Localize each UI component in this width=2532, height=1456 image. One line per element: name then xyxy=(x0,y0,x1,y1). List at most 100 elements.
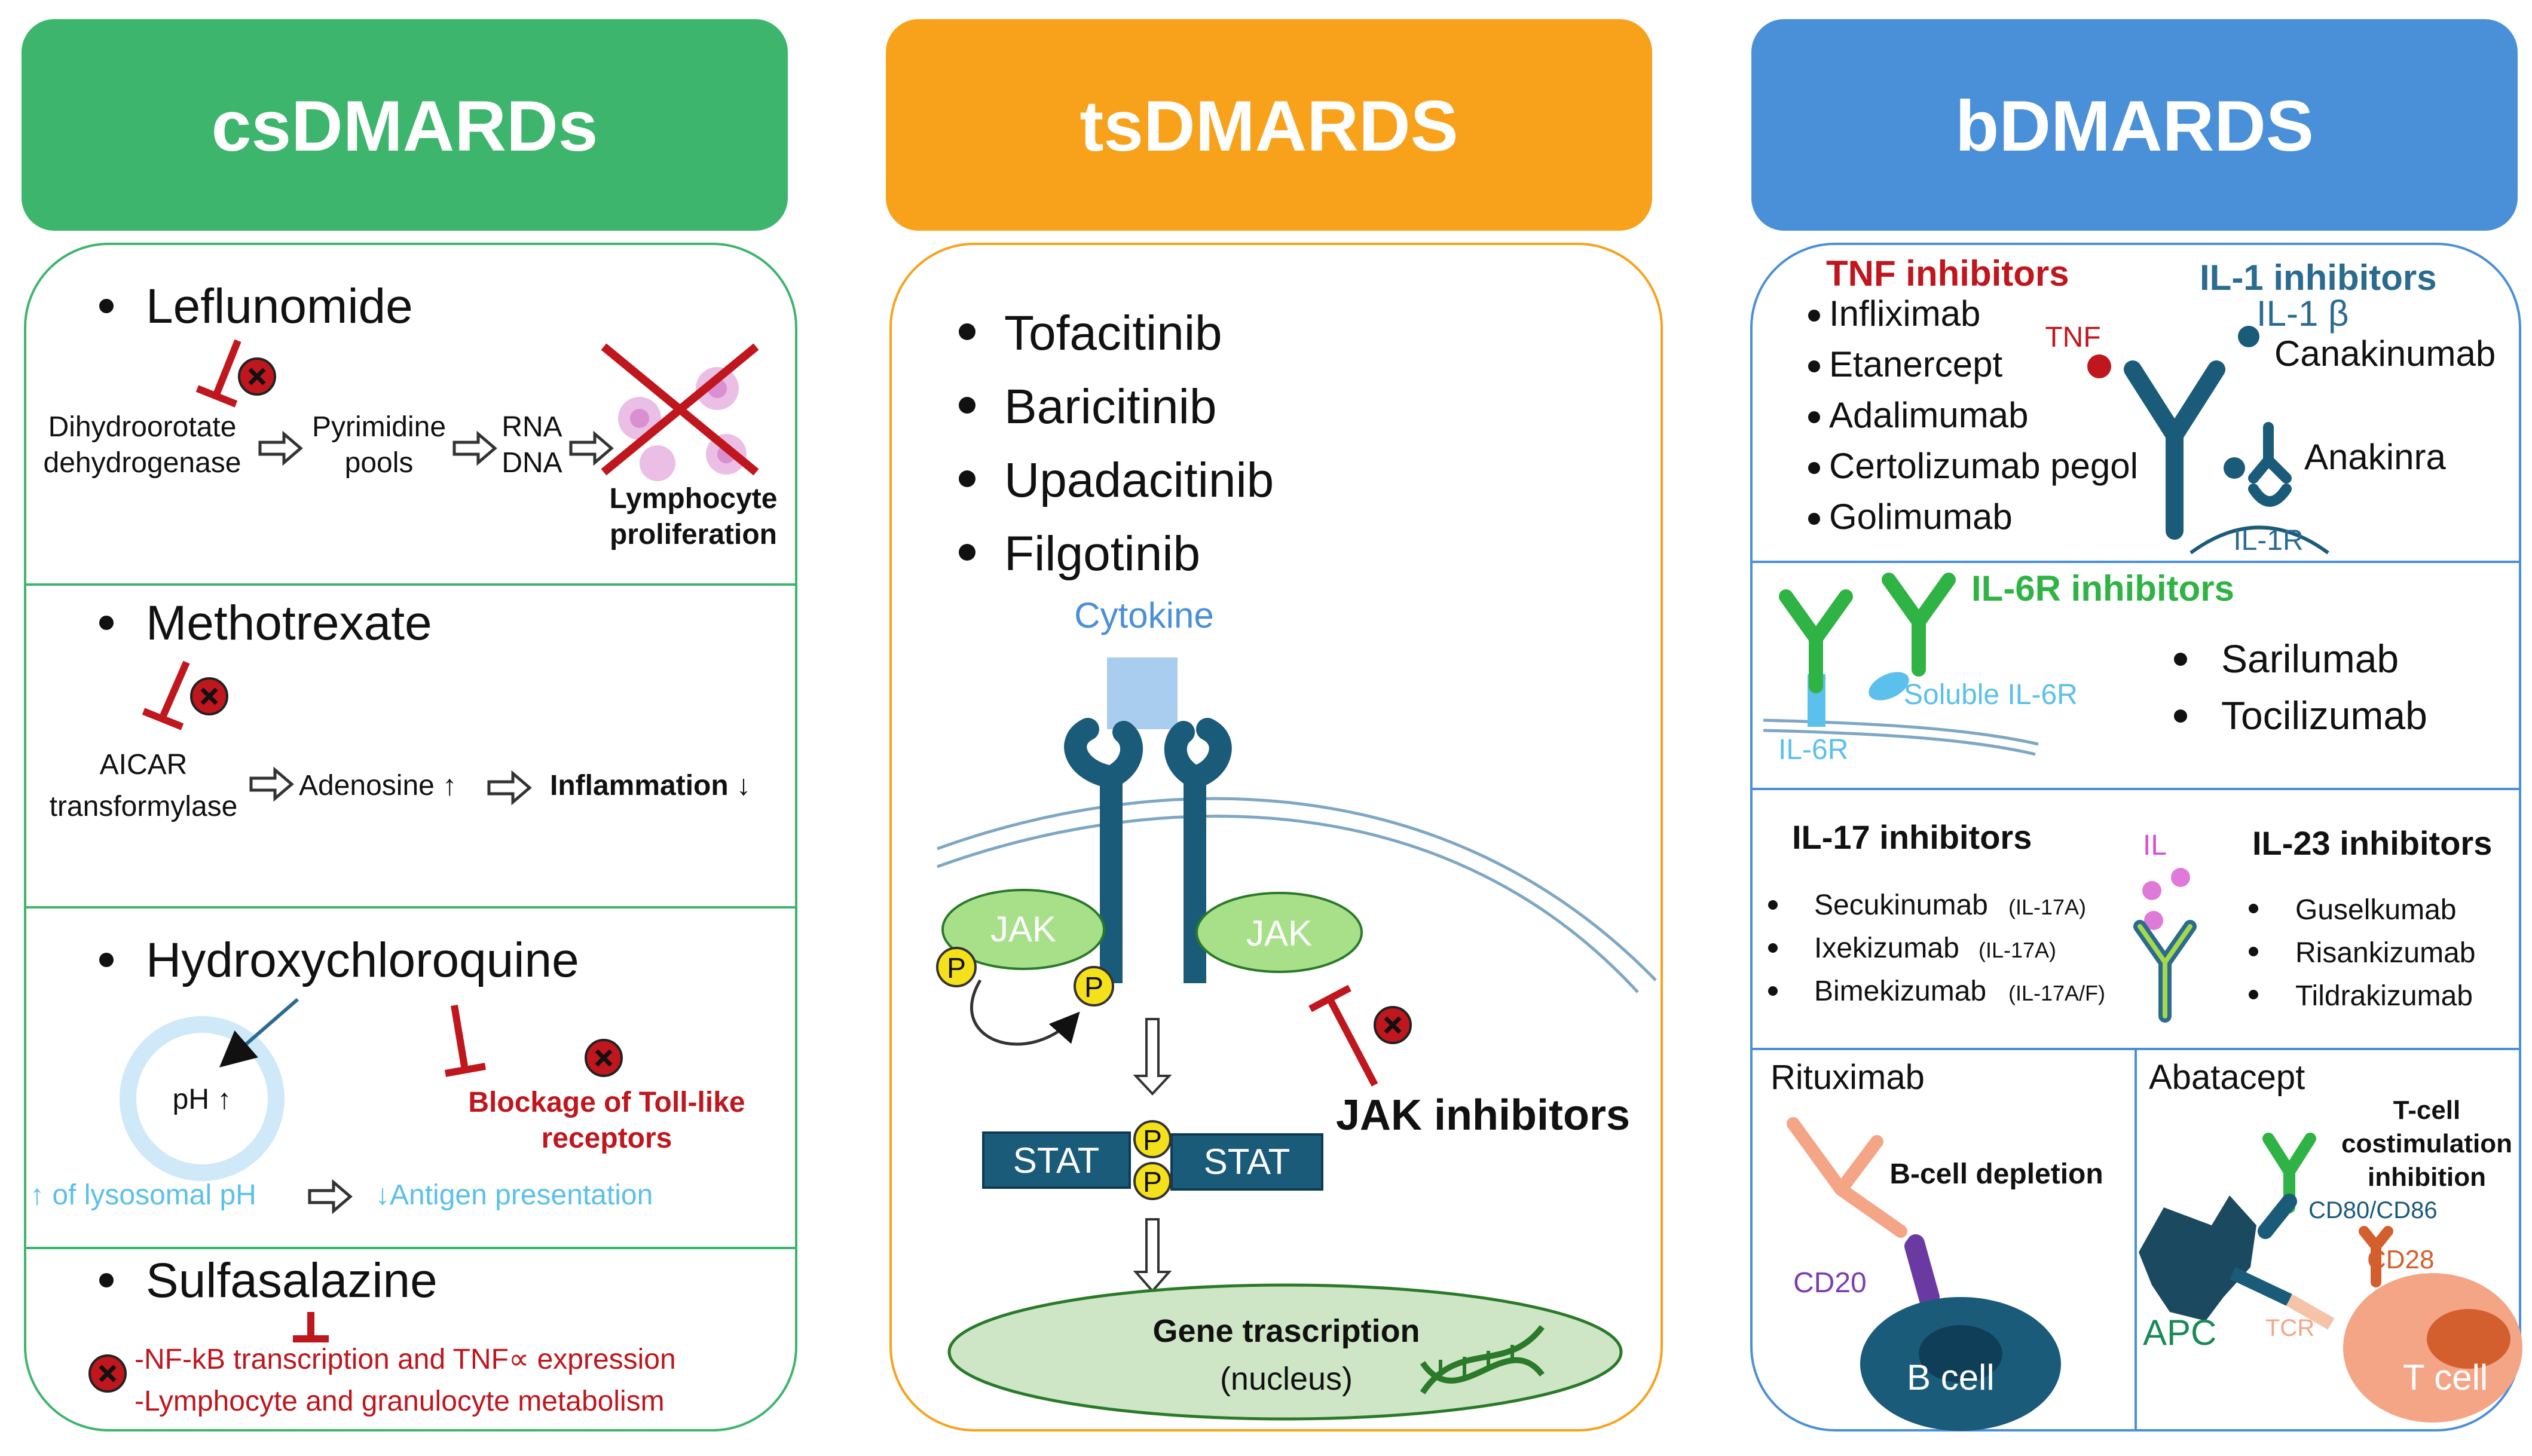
nucleus: Gene trascription (nucleus) xyxy=(947,1283,1623,1421)
il1-section: IL-1 inhibitors IL-1 β Canakinumab Anaki… xyxy=(2133,258,2496,556)
ts-drug-list: Tofacitinib Baricitinib Upadacitinib Fil… xyxy=(959,306,1274,581)
il-ligand-icon xyxy=(2142,868,2190,930)
hcq-ph: pH ↑ xyxy=(173,1084,232,1115)
bcell-label: B cell xyxy=(1907,1357,1995,1397)
il1-drug2: Anakinra xyxy=(2304,437,2446,477)
ts-drug-3: Upadacitinib xyxy=(1004,453,1274,507)
phospho-label: P xyxy=(1143,1167,1162,1198)
antibody-icon xyxy=(2133,920,2197,1023)
ts-header-title: tsDMARDS xyxy=(1080,86,1458,166)
ts-drug-4: Filgotinib xyxy=(1004,527,1200,581)
ssz-effect2: -Lymphocyte and granulocyte metabolism xyxy=(134,1385,665,1417)
il6-drug-2: Tocilizumab xyxy=(2221,693,2427,738)
il6-section: IL-6R inhibitors Soluble IL-6R IL-6R Sar… xyxy=(1763,568,2427,766)
inhibition-bar-icon xyxy=(444,1005,487,1077)
leflunomide-step3-line1: RNA xyxy=(501,411,562,443)
tnf-drug-4: Certolizumab pegol xyxy=(1829,446,2138,486)
leflunomide-step1-line1: Dihydroorotate xyxy=(48,411,237,443)
il17-drug-3-target: (IL-17A/F) xyxy=(2008,981,2105,1005)
b-header: bDMARDS xyxy=(1751,19,2518,231)
methotrexate-title: Methotrexate xyxy=(146,596,432,650)
cytokine-label: Cytokine xyxy=(1074,595,1213,635)
leflunomide-outcome-line1: Lymphocyte xyxy=(610,483,778,515)
abatacept-title: Abatacept xyxy=(2149,1058,2305,1097)
il23-drug-3: Tildrakizumab xyxy=(2295,980,2473,1012)
il23-drug-1: Guselkumab xyxy=(2295,894,2456,926)
jak-left: JAK xyxy=(941,889,1105,970)
phospho-label: P xyxy=(1084,972,1103,1004)
tnf-drug-5: Golimumab xyxy=(1829,497,2013,537)
il1-drug1: Canakinumab xyxy=(2274,334,2496,374)
il6-receptor-label: IL-6R xyxy=(1778,734,1848,766)
il1-ligand-icon xyxy=(2238,326,2259,347)
tcr-icon xyxy=(2230,1267,2335,1330)
tnf-drug-3: Adalimumab xyxy=(1829,395,2029,435)
abatacept-effect-line2: costimulation xyxy=(2341,1129,2512,1158)
leflunomide-outcome-line2: proliferation xyxy=(610,519,777,550)
il6-drug-1: Sarilumab xyxy=(2221,637,2399,681)
tcell-label: T cell xyxy=(2403,1357,2488,1397)
tnf-section: TNF inhibitors Infliximab Etanercept Ada… xyxy=(1808,253,2138,537)
jak-left-label: JAK xyxy=(990,909,1056,949)
leflunomide-step2-line1: Pyrimidine xyxy=(312,411,446,443)
abatacept-effect-line1: T-cell xyxy=(2393,1096,2461,1125)
methotrexate-outcome: Inflammation ↓ xyxy=(550,770,751,802)
phospho-label: P xyxy=(1143,1125,1162,1157)
x-inhibition-icon xyxy=(90,1356,126,1391)
phosphorylation-arrow xyxy=(970,979,1080,1046)
apc-icon xyxy=(2139,1195,2256,1321)
soluble-il6r-icon xyxy=(1869,672,1909,701)
il17-title: IL-17 inhibitors xyxy=(1792,818,2032,856)
abatacept-section: Abatacept T-cell costimulation inhibitio… xyxy=(2139,1058,2522,1423)
leflunomide-step1-line2: dehydrogenase xyxy=(44,447,241,479)
antibody-icon xyxy=(1787,1117,1907,1238)
il23-section: IL-23 inhibitors Guselkumab Risankizumab… xyxy=(2249,824,2492,1012)
il1-receptor-icon xyxy=(2189,525,2329,555)
ts-drug-1: Tofacitinib xyxy=(1004,306,1222,360)
tnf-title: TNF inhibitors xyxy=(1826,253,2069,293)
cs-header: csDMARDs xyxy=(22,19,788,231)
down-arrow-icon xyxy=(1133,1218,1172,1293)
il1-title: IL-1 inhibitors xyxy=(2200,258,2437,298)
anakinra-icon xyxy=(2224,422,2292,507)
hcq-blockage-line1: Blockage of Toll-like xyxy=(468,1087,745,1118)
hcq-antigen: ↓Antigen presentation xyxy=(375,1179,653,1211)
cs-header-title: csDMARDs xyxy=(212,86,598,166)
inhibition-bar-icon xyxy=(142,660,190,730)
methotrexate-step1-line1: AICAR xyxy=(100,749,188,781)
hcq-title: Hydroxychloroquine xyxy=(146,933,579,987)
il23-drug-2: Risankizumab xyxy=(2295,937,2475,969)
jak-right: JAK xyxy=(1195,892,1363,973)
methotrexate-section: Methotrexate AICAR transformylase Adenos… xyxy=(50,596,751,822)
il17-drug-2-name: Ixekizumab xyxy=(1814,932,1959,964)
leflunomide-section: Leflunomide Dihydroorotate dehydrogenase… xyxy=(44,279,778,550)
cd28-label: CD28 xyxy=(2367,1245,2435,1274)
leflunomide-step2-line2: pools xyxy=(345,447,414,479)
stat-left-label: STAT xyxy=(1013,1140,1099,1180)
stat-right-label: STAT xyxy=(1204,1142,1290,1182)
phospho-icon: P xyxy=(936,947,977,987)
methotrexate-step1-line2: transformylase xyxy=(50,791,238,822)
inhibition-bar-icon xyxy=(1308,984,1378,1087)
stat-dimer: STAT STAT P P xyxy=(982,1120,1323,1200)
hcq-lysosomal: ↑ of lysosomal pH xyxy=(30,1179,256,1211)
ssz-section: Sulfasalazine -NF-kB transcription and T… xyxy=(90,1253,676,1417)
il17-drug-1-target: (IL-17A) xyxy=(2008,895,2086,919)
il17-drug-2-target: (IL-17A) xyxy=(1978,938,2056,962)
cytokine-receptor-icon xyxy=(1064,718,1232,983)
il23-title: IL-23 inhibitors xyxy=(2252,824,2492,862)
apc-label: APC xyxy=(2143,1313,2216,1353)
il6-title: IL-6R inhibitors xyxy=(1971,568,2234,608)
il-ligand-label: IL xyxy=(2143,830,2167,861)
ssz-effect1: -NF-kB transcription and TNF∝ expression xyxy=(134,1344,676,1375)
hcq-section: Hydroxychloroquine pH ↑ Blockage of Toll… xyxy=(30,933,745,1211)
leflunomide-title: Leflunomide xyxy=(146,279,413,334)
tnf-drug-2: Etanercept xyxy=(1829,344,2003,384)
methotrexate-step2: Adenosine ↑ xyxy=(299,770,457,802)
jak-right-label: JAK xyxy=(1246,913,1312,953)
dna-icon xyxy=(1420,1325,1545,1394)
cd80-icon xyxy=(2258,1194,2297,1239)
rituximab-title: Rituximab xyxy=(1770,1058,1925,1097)
down-arrow-icon xyxy=(1133,1018,1172,1096)
